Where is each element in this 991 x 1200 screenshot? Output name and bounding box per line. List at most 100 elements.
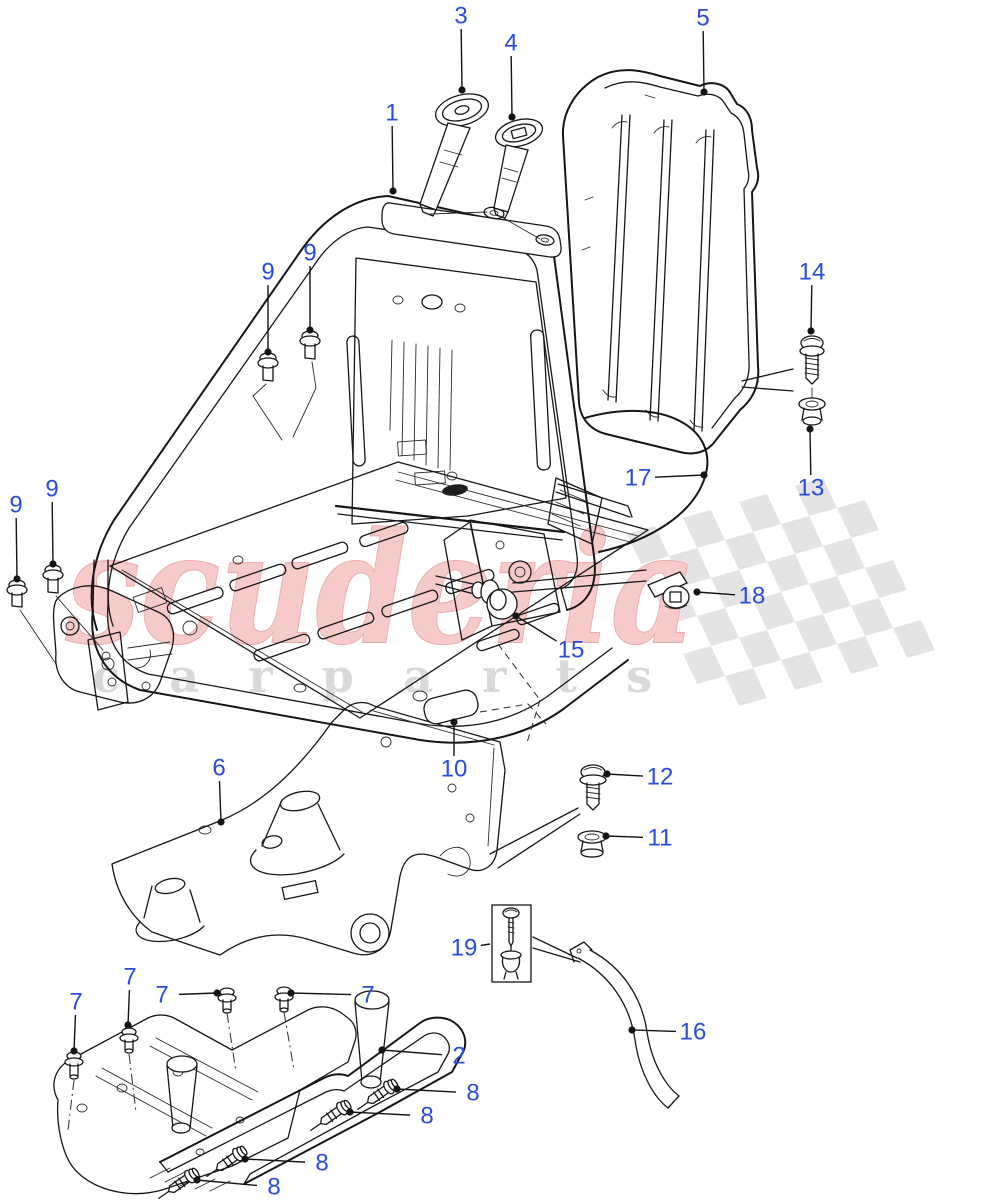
- push-pin-8b: [310, 1099, 352, 1132]
- floor-cover: [111, 689, 581, 956]
- leader-dot-12: [603, 770, 611, 778]
- backrest-panel: [561, 69, 760, 455]
- leader-line-11: [605, 835, 644, 839]
- screw-7a: [64, 1051, 84, 1080]
- callout-label-15: 15: [558, 637, 585, 664]
- screw-9c: [42, 564, 104, 651]
- leader-dot-14: [807, 327, 815, 335]
- callout-label-9c: 9: [45, 476, 58, 503]
- leader-dot-8d: [193, 1176, 201, 1184]
- leader-line-19: [480, 943, 491, 947]
- leader-line-13: [809, 428, 812, 476]
- seat-base-frame: [91, 461, 649, 747]
- callout-label-1: 1: [385, 100, 398, 127]
- pointer-lines-14: [741, 368, 794, 392]
- flag-cell: [781, 652, 823, 690]
- callout-label-7b: 7: [123, 964, 136, 991]
- flag-cell: [753, 592, 795, 630]
- leader-dot-8c: [241, 1155, 249, 1163]
- callout-label-12: 12: [647, 764, 674, 791]
- leader-line-7d: [290, 992, 352, 996]
- leader-dot-17: [700, 471, 708, 479]
- screw-7c: [217, 987, 237, 1014]
- grommet-11: [577, 830, 607, 858]
- leader-line-16: [631, 1029, 677, 1033]
- callout-label-5: 5: [696, 5, 709, 32]
- flag-cell: [683, 646, 725, 684]
- flag-cell: [725, 532, 767, 570]
- leader-dot-15: [512, 612, 520, 620]
- flag-cell: [725, 668, 767, 706]
- screw-9a: [252, 352, 283, 441]
- flag-cell: [781, 516, 823, 554]
- guide-pin-3: [419, 93, 490, 217]
- leader-dot-18: [693, 588, 701, 596]
- callout-label-8d: 8: [267, 1174, 280, 1200]
- leader-line-9c: [51, 501, 54, 565]
- callout-label-8a: 8: [466, 1080, 479, 1107]
- adjuster-knob: [647, 571, 690, 610]
- push-pin-8d: [158, 1167, 200, 1200]
- guide-pin-4: [493, 118, 544, 240]
- callout-label-13: 13: [798, 475, 825, 502]
- callout-label-17: 17: [625, 465, 652, 492]
- leader-line-18: [696, 591, 736, 596]
- leader-dot-8b: [346, 1108, 354, 1116]
- flag-cell: [823, 538, 865, 576]
- leader-dot-7d: [287, 989, 295, 997]
- leader-dot-6: [217, 818, 225, 826]
- callout-label-8c: 8: [315, 1150, 328, 1177]
- flag-cell: [739, 630, 781, 668]
- flag-cell: [837, 500, 879, 538]
- flag-cell: [683, 510, 725, 548]
- flag-cell: [851, 598, 893, 636]
- callout-label-9b: 9: [303, 240, 316, 267]
- leader-dot-7a: [70, 1047, 78, 1055]
- leader-line-2: [381, 1049, 443, 1056]
- watermark-subtitle: c a r p a r t s: [92, 649, 652, 703]
- leader-line-1: [391, 125, 394, 192]
- leader-dot-9c: [49, 560, 57, 568]
- screw-7b: [119, 1027, 139, 1054]
- callout-label-4: 4: [504, 30, 517, 57]
- flag-cell: [767, 554, 809, 592]
- leader-line-8d: [196, 1179, 258, 1187]
- leader-dot-7b: [124, 1021, 132, 1029]
- callout-label-9d: 9: [9, 492, 22, 519]
- leader-line-9d: [15, 517, 18, 580]
- watermark: scuderia c a r p a r t s: [64, 478, 935, 706]
- leader-dot-4: [508, 113, 516, 121]
- strap-16: [569, 941, 680, 1109]
- flag-cell: [697, 608, 739, 646]
- leader-dot-13: [806, 425, 814, 433]
- flag-cell: [865, 560, 907, 598]
- callout-label-3: 3: [454, 3, 467, 30]
- leader-line-12: [606, 773, 644, 777]
- flag-cell: [711, 570, 753, 608]
- callout-label-11: 11: [648, 825, 673, 852]
- leader-line-6: [218, 780, 222, 823]
- leader-dot-9b: [306, 326, 314, 334]
- callout-label-16: 16: [680, 1019, 707, 1046]
- leader-dot-1: [389, 187, 397, 195]
- leader-line-14: [810, 284, 813, 332]
- screw-12: [579, 764, 607, 811]
- callout-label-7a: 7: [69, 989, 82, 1016]
- callout-label-8b: 8: [420, 1103, 433, 1130]
- leader-line-7b: [127, 989, 131, 1026]
- callout-label-7c: 7: [155, 982, 168, 1009]
- callout-label-2: 2: [452, 1043, 465, 1070]
- flag-cell: [795, 614, 837, 652]
- leader-dot-16: [628, 1026, 636, 1034]
- fixing-kit-19: [491, 904, 581, 983]
- screw-9b: [292, 330, 321, 438]
- leader-line-3: [460, 28, 463, 91]
- grommet-13: [798, 397, 826, 426]
- leader-line-17: [654, 474, 705, 478]
- leader-line-7a: [73, 1014, 77, 1052]
- leader-dot-8a: [393, 1085, 401, 1093]
- leader-line-8c: [244, 1158, 306, 1163]
- leader-line-7c: [178, 992, 218, 996]
